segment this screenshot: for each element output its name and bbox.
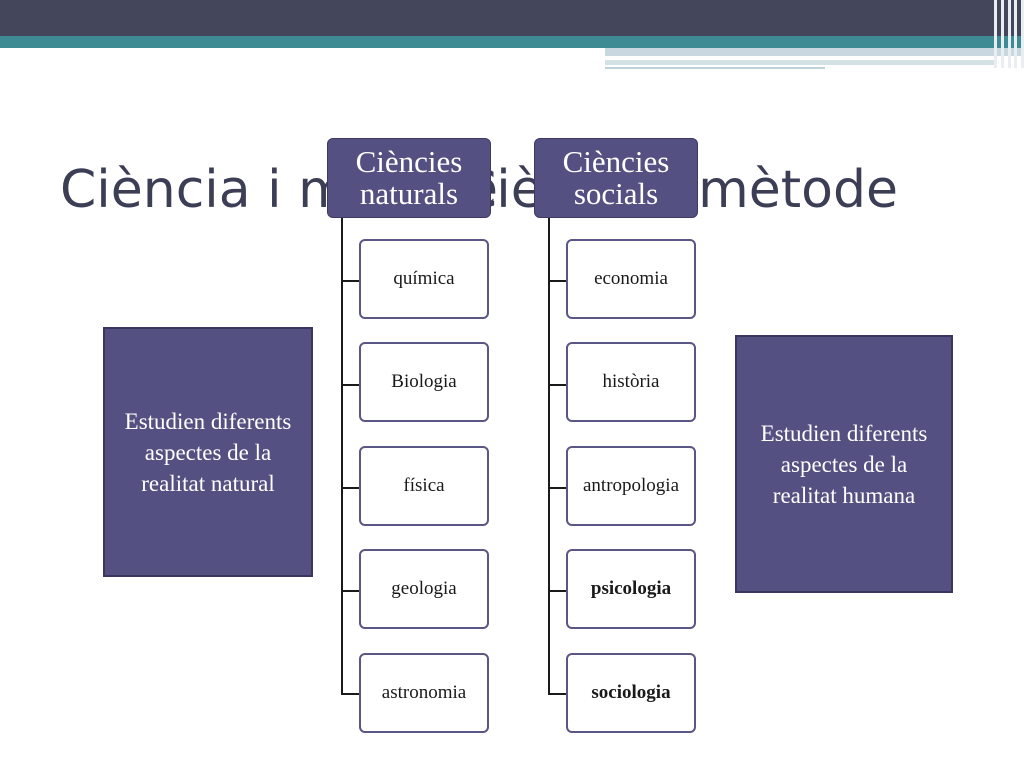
connector-line: [341, 693, 360, 695]
connector-line: [341, 487, 360, 489]
header-ciencies-socials: Ciències socials: [534, 138, 698, 218]
item-psicologia: psicologia: [566, 549, 696, 629]
item-geologia: geologia: [359, 549, 489, 629]
banner-teal-strip: [0, 36, 1024, 48]
connector-line: [341, 384, 360, 386]
connector-line: [341, 280, 360, 282]
side-note-humana: Estudien diferents aspectes de la realit…: [735, 335, 953, 593]
item-astronomia: astronomia: [359, 653, 489, 733]
top-banner: [0, 0, 1024, 36]
connector-line: [548, 590, 567, 592]
item-quimica: química: [359, 239, 489, 319]
banner-light-strip: [605, 60, 995, 65]
item-biologia: Biologia: [359, 342, 489, 422]
item-sociologia: sociologia: [566, 653, 696, 733]
connector-line: [341, 216, 343, 695]
item-fisica: física: [359, 446, 489, 526]
banner-light-strip: [605, 48, 1024, 56]
item-historia: història: [566, 342, 696, 422]
banner-light-strip: [605, 67, 825, 69]
connector-line: [548, 280, 567, 282]
connector-line: [548, 216, 550, 695]
connector-line: [548, 693, 567, 695]
header-ciencies-naturals: Ciències naturals: [327, 138, 491, 218]
connector-line: [548, 487, 567, 489]
connector-line: [341, 590, 360, 592]
connector-line: [548, 384, 567, 386]
item-antropologia: antropologia: [566, 446, 696, 526]
item-economia: economia: [566, 239, 696, 319]
banner-vertical-lines: [994, 0, 1024, 68]
side-note-natural: Estudien diferents aspectes de la realit…: [103, 327, 313, 577]
